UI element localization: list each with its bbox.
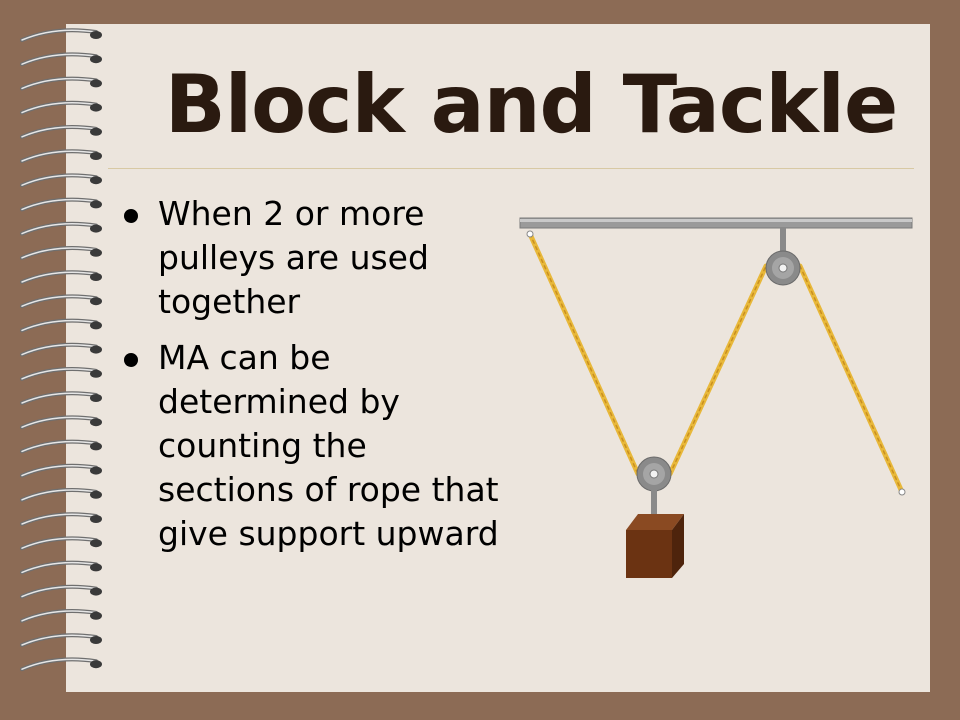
spiral-coil: [20, 609, 102, 623]
spiral-coil: [20, 463, 102, 478]
spiral-coil: [20, 197, 102, 212]
spiral-coil: [20, 149, 102, 163]
spiral-coil: [20, 221, 102, 236]
load-block-icon: [626, 514, 684, 578]
spiral-coil: [20, 100, 102, 115]
bullet-dot-icon: [124, 209, 138, 223]
spiral-coil: [20, 294, 102, 309]
bullet-dot-icon: [124, 353, 138, 367]
spiral-coil: [20, 173, 102, 188]
slide-title: Block and Tackle: [164, 58, 898, 151]
spiral-coil: [20, 439, 102, 454]
spiral-coil: [20, 536, 102, 551]
pulley-hook: [651, 488, 657, 522]
spiral-coil: [20, 28, 102, 42]
rope-anchor: [526, 230, 534, 238]
bullet-text: When 2 or more pulleys are used together: [158, 194, 429, 321]
spiral-coil: [20, 584, 102, 599]
title-divider: [108, 168, 914, 169]
notebook-page: [66, 24, 930, 692]
spiral-coil: [20, 318, 102, 333]
pulley-diagram: [519, 217, 913, 578]
rope: [527, 231, 905, 495]
spiral-binding-icon: [20, 28, 102, 672]
spiral-coil: [20, 391, 102, 405]
spiral-coil: [20, 270, 102, 284]
bottom-pulley-icon: [636, 456, 672, 492]
spiral-coil: [20, 512, 102, 526]
bullet-list: When 2 or more pulleys are used together…: [120, 192, 510, 568]
top-pulley-mount: [780, 228, 786, 262]
spiral-coil: [20, 76, 102, 91]
spiral-coil: [20, 560, 102, 575]
top-pulley-icon: [765, 250, 801, 286]
spiral-coil: [20, 415, 102, 430]
spiral-coil: [20, 125, 102, 139]
rope-free-end: [898, 488, 906, 496]
bullet-text: MA can be determined by counting the sec…: [158, 338, 499, 553]
spiral-coil: [20, 367, 102, 381]
spiral-coil: [20, 488, 102, 502]
spiral-coil: [20, 52, 102, 67]
spiral-coil: [20, 246, 102, 260]
spiral-coil: [20, 657, 102, 672]
bullet-item: MA can be determined by counting the sec…: [120, 336, 510, 556]
spiral-coil: [20, 342, 102, 357]
spiral-coil: [20, 633, 102, 647]
ceiling-bar: [519, 217, 913, 229]
bullet-item: When 2 or more pulleys are used together: [120, 192, 510, 324]
